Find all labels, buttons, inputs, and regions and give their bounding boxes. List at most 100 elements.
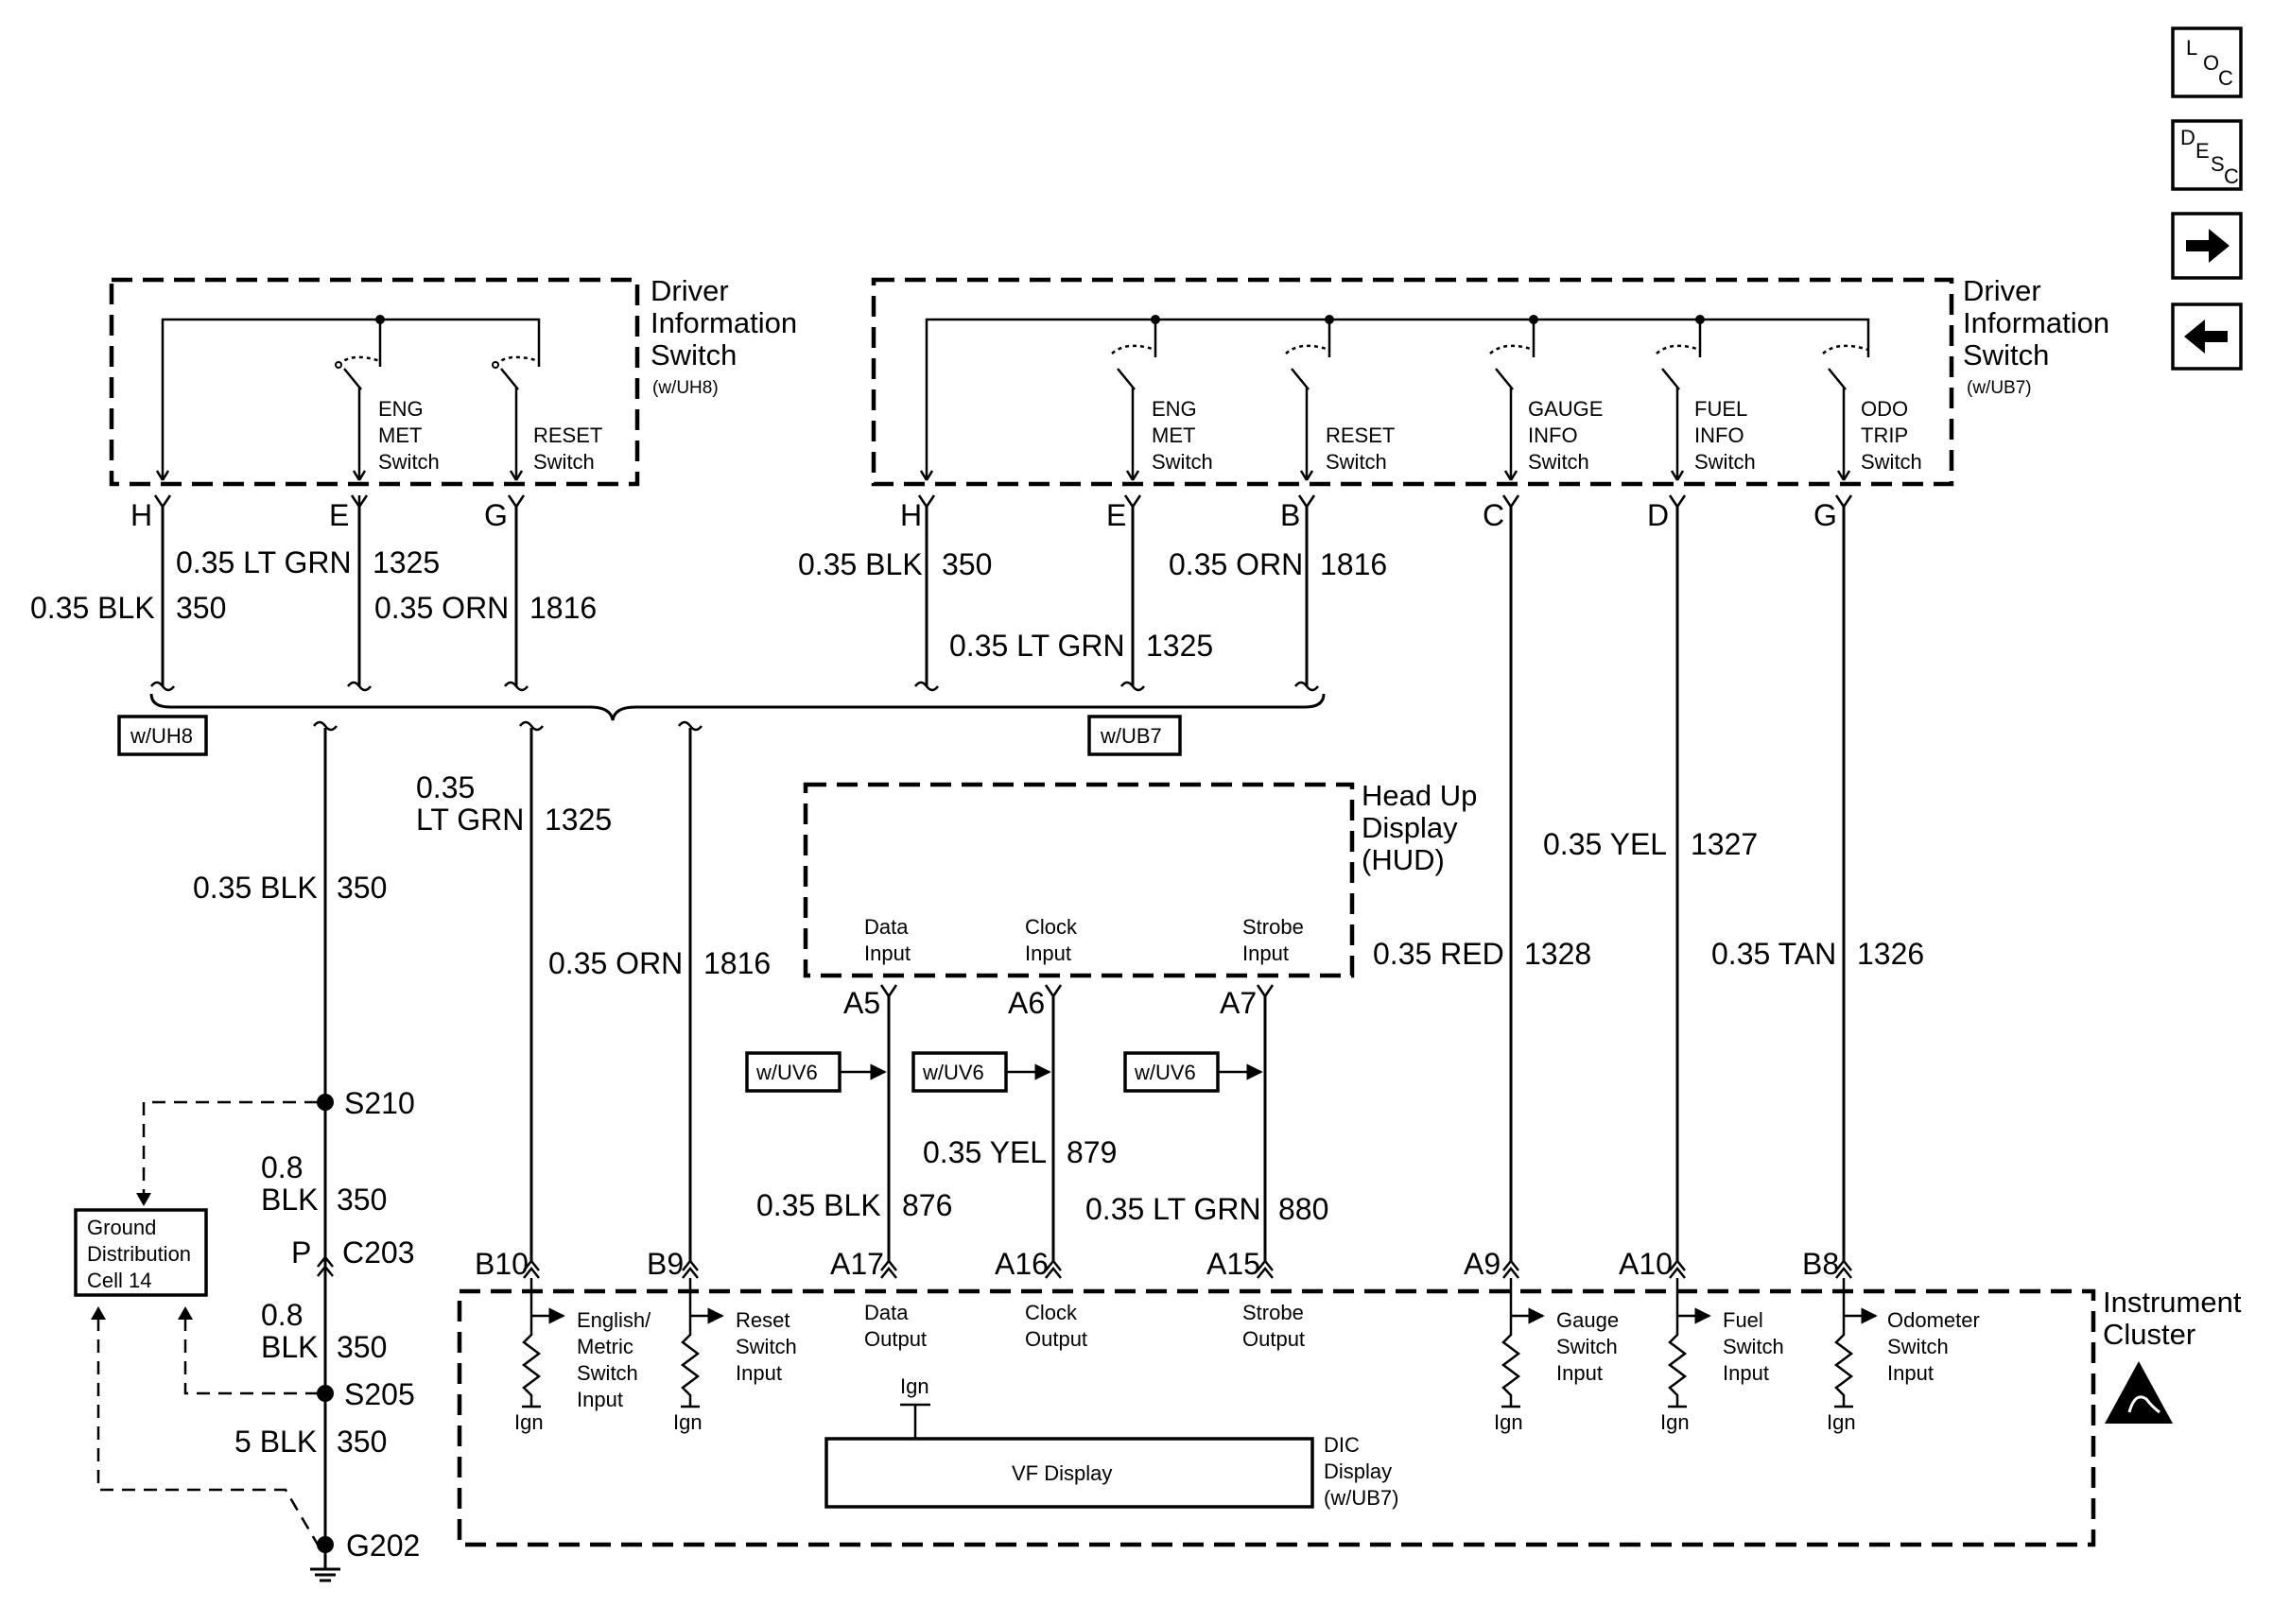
svg-text:Switch: Switch	[1694, 450, 1756, 474]
trunk-1326-circuit: 1326	[1857, 937, 1924, 971]
svg-text:Switch: Switch	[1861, 450, 1922, 474]
desc-e: E	[2195, 139, 2210, 163]
trunk-350-circuit: 350	[337, 871, 387, 905]
dis-ub7-title-3: Switch	[1963, 338, 2049, 371]
vf-ign-label: Ign	[900, 1374, 929, 1398]
clock-output-label: Clock Output	[1025, 1301, 1087, 1351]
pin-g-ub7: G	[1813, 498, 1837, 532]
trunk-1816-gauge: 0.35 ORN	[548, 946, 683, 980]
desc-button[interactable]: D E S C	[2171, 119, 2243, 191]
svg-text:Switch: Switch	[1152, 450, 1213, 474]
loc-l: L	[2186, 36, 2197, 60]
ground-w1-gauge-a: 0.8	[261, 1150, 303, 1184]
arrow-right-icon	[2186, 229, 2230, 263]
svg-text:Switch: Switch	[378, 450, 440, 474]
trunk-1328-circuit: 1328	[1524, 937, 1591, 971]
trunk-1327-gauge: 0.35 YEL	[1543, 827, 1667, 861]
ground-w2-gauge-a: 0.8	[261, 1298, 303, 1332]
vf-display-box	[824, 1437, 1314, 1509]
svg-text:Input: Input	[1556, 1361, 1603, 1385]
svg-text:w/UV6: w/UV6	[922, 1061, 984, 1084]
svg-text:Odometer: Odometer	[1887, 1308, 1980, 1332]
ground-distribution-cell-box	[74, 1208, 208, 1297]
svg-text:ODO: ODO	[1861, 397, 1908, 421]
option-brace	[149, 693, 1326, 721]
ground-w3-circuit: 350	[337, 1425, 387, 1459]
gauge-switch-input-label: Gauge Switch Input	[1556, 1308, 1619, 1385]
dis-ub7-title-1: Driver	[1963, 274, 2041, 307]
svg-text:Switch: Switch	[577, 1361, 638, 1385]
wire-uh8-1325-circuit: 1325	[373, 545, 440, 579]
pin-g-uh8: G	[484, 498, 508, 532]
ground-w1-gauge-b: BLK	[261, 1183, 318, 1217]
hud-title-2: Display	[1362, 811, 1458, 844]
svg-text:Data: Data	[864, 1301, 909, 1324]
trunk-1328-gauge: 0.35 RED	[1373, 937, 1504, 971]
driver-information-switch-uh8: Driver Information Switch (w/UH8) ENG ME…	[30, 274, 797, 756]
pin-b-ub7: B	[1280, 498, 1300, 532]
pin-h-ub7: H	[900, 498, 922, 532]
svg-text:Clock: Clock	[1025, 1301, 1078, 1324]
instrument-cluster: Instrument Cluster B10 B9 A17 A16 A15 A9…	[457, 1247, 2242, 1547]
svg-text:GAUGE: GAUGE	[1528, 397, 1603, 421]
pin-b10: B10	[475, 1247, 529, 1281]
svg-text:Switch: Switch	[736, 1335, 797, 1358]
pin-b8: B8	[1802, 1247, 1839, 1281]
uv6-tag-clock: w/UV6	[911, 1051, 1051, 1093]
uv6-tag-strobe: w/UV6	[1123, 1051, 1263, 1093]
wire-ub7-1325-gauge: 0.35 LT GRN	[949, 629, 1125, 663]
ign-label-4: Ign	[1660, 1410, 1690, 1434]
trunk-1326-gauge: 0.35 TAN	[1711, 937, 1836, 971]
pin-a10: A10	[1619, 1247, 1673, 1281]
svg-text:Input: Input	[864, 942, 911, 965]
ub7-reset-switch-label: RESET Switch	[1326, 423, 1395, 474]
splice-s210	[317, 1094, 334, 1111]
svg-text:Switch: Switch	[1556, 1335, 1618, 1358]
wire-ub7-1325-circuit: 1325	[1146, 629, 1213, 663]
pullup-resistors	[521, 1278, 1878, 1408]
splice-s205-label: S205	[344, 1377, 415, 1411]
svg-text:Input: Input	[1242, 942, 1289, 965]
trunk-1327-circuit: 1327	[1691, 827, 1758, 861]
dis-uh8-title-3: Switch	[651, 338, 737, 371]
pin-a16: A16	[995, 1247, 1049, 1281]
trunk-1325-circuit: 1325	[545, 803, 612, 837]
odometer-switch-input-label: Odometer Switch Input	[1887, 1308, 1980, 1385]
ground-cell-line-3: Cell 14	[87, 1269, 151, 1292]
ground-cell-line-1: Ground	[87, 1216, 156, 1239]
ign-label-5: Ign	[1827, 1410, 1856, 1434]
svg-text:RESET: RESET	[533, 423, 602, 447]
next-button[interactable]	[2171, 212, 2243, 280]
dis-ub7-option: (w/UB7)	[1967, 378, 2032, 398]
connector-c203: C203	[342, 1235, 415, 1270]
fuel-switch-input-label: Fuel Switch Input	[1723, 1308, 1784, 1385]
dis-ub7-title-2: Information	[1963, 306, 2109, 339]
svg-text:Switch: Switch	[1887, 1335, 1949, 1358]
pin-c-ub7: C	[1483, 498, 1504, 532]
ground-w1-circuit: 350	[337, 1183, 387, 1217]
ign-label-1: Ign	[514, 1410, 544, 1434]
pin-e-ub7: E	[1106, 498, 1126, 532]
splice-s210-label: S210	[344, 1086, 415, 1120]
wire-uh8-1325-gauge: 0.35 LT GRN	[176, 545, 352, 579]
prev-button[interactable]	[2171, 302, 2243, 371]
vf-display-label: VF Display	[1012, 1461, 1112, 1485]
ub7-fuel-info-switch-label: FUEL INFO Switch	[1694, 397, 1756, 474]
pin-e-uh8: E	[329, 498, 349, 532]
svg-text:w/UV6: w/UV6	[1134, 1061, 1196, 1084]
svg-text:English/: English/	[577, 1308, 651, 1332]
svg-text:Input: Input	[736, 1361, 782, 1385]
svg-text:INFO: INFO	[1528, 423, 1578, 447]
pin-a17: A17	[830, 1247, 884, 1281]
ground-w3-gauge: 5 BLK	[234, 1425, 317, 1459]
pin-a15: A15	[1206, 1247, 1260, 1281]
svg-text:MET: MET	[378, 423, 422, 447]
svg-text:Switch: Switch	[1723, 1335, 1784, 1358]
reset-switch-label: RESET Switch	[533, 423, 602, 474]
eng-met-switch-label: ENG MET Switch	[378, 397, 440, 474]
cluster-title-2: Cluster	[2103, 1318, 2195, 1351]
wire-uh8-1816-gauge: 0.35 ORN	[374, 591, 509, 625]
svg-text:Input: Input	[1723, 1361, 1769, 1385]
dis-uh8-title-2: Information	[651, 306, 797, 339]
loc-button[interactable]: L O C	[2171, 26, 2243, 98]
